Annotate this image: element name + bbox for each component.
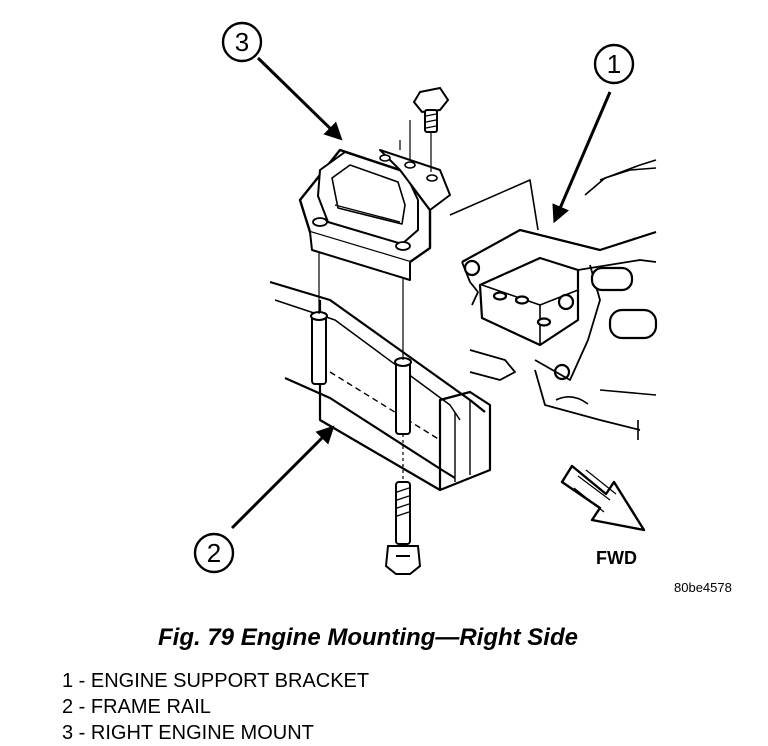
lower-bolt: [384, 481, 422, 575]
upper-bolt: [412, 86, 450, 172]
legend-item: 1 - ENGINE SUPPORT BRACKET: [62, 670, 370, 692]
fwd-label: FWD: [596, 548, 637, 568]
legend-item: 2 - FRAME RAIL: [62, 696, 211, 718]
leader-arrows: [230, 56, 612, 530]
callout-1: 1: [593, 43, 635, 85]
legend-item: 3 - RIGHT ENGINE MOUNT: [62, 722, 314, 744]
figure-caption: Fig. 79 Engine Mounting—Right Side: [158, 624, 578, 651]
legend-list: 1 - ENGINE SUPPORT BRACKET 2 - FRAME RAI…: [62, 668, 369, 746]
callout-2: 2: [193, 532, 235, 574]
fwd-direction-arrow: [560, 464, 646, 532]
figure-code: 80be4578: [674, 580, 732, 595]
callout-3-number: 3: [235, 27, 249, 57]
callout-1-number: 1: [607, 49, 621, 79]
callout-2-number: 2: [207, 538, 221, 568]
right-engine-mount: [298, 120, 451, 281]
engine-mount-illustration: 3 1 2: [193, 21, 658, 575]
engine-support-bracket: [449, 159, 658, 440]
mount-studs: [310, 252, 412, 482]
callout-3: 3: [221, 21, 263, 63]
